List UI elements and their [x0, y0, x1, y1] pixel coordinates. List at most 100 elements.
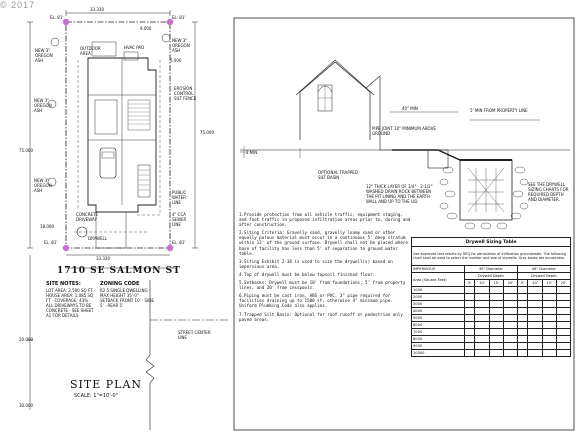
table-cell: [516, 349, 529, 357]
table-cell: [488, 328, 504, 336]
zoning-notes: R2.5 SINGLE DWELLING · MAX HEIGHT 35'-0"…: [100, 288, 154, 308]
table-cell: [502, 328, 518, 336]
table-cell: [541, 321, 557, 329]
depth-header: 5': [516, 279, 529, 287]
car-icon: [99, 147, 117, 179]
table-cell: [488, 293, 504, 301]
table-cell: [474, 300, 490, 308]
note-4: 4.Top of drywell must be below topsoil f…: [239, 271, 376, 277]
table-cell: [474, 321, 490, 329]
table-cell: [474, 314, 490, 322]
table-row: 10000: [411, 349, 572, 357]
depth-header: 20': [555, 279, 572, 287]
table-cell: [463, 335, 476, 343]
label-public-water: PUBLIC WATER LINE: [172, 190, 187, 205]
table-cell: [516, 314, 529, 322]
table-cell: [502, 300, 518, 308]
table-cell: [527, 321, 543, 329]
table-cell: [541, 328, 557, 336]
table-cell: [463, 314, 476, 322]
table-cell: [474, 293, 490, 301]
table-description: Use approved test results by DEQ for per…: [411, 246, 571, 266]
table-cell: [541, 293, 557, 301]
drain-rock-label: 12" THICK LAYER OF 3/4" - 2-1/2" WASHED …: [366, 184, 433, 204]
sub-group-a: Drywell Depth: [463, 272, 518, 280]
tree-icon: [50, 37, 60, 47]
table-cell: [516, 300, 529, 308]
dim-lower-2: 30.000: [19, 403, 33, 408]
table-cell: [527, 342, 543, 350]
table-cell: [516, 293, 529, 301]
zoning-title: ZONING CODE: [100, 281, 140, 287]
table-cell: [488, 335, 504, 343]
table-row: 2000: [411, 293, 572, 301]
table-cell: [527, 349, 543, 357]
row-area: 10000: [411, 349, 465, 357]
label-tree-tr: NEW 3" OREGON ASH: [172, 38, 190, 53]
table-cell: [463, 349, 476, 357]
table-cell: [541, 342, 557, 350]
pipe-joint-label: PIPE JOINT 10" MINIMUM ABOVE GROUND: [372, 126, 436, 136]
table-cell: [541, 307, 557, 315]
table-cell: [474, 349, 490, 357]
silt-basin: [427, 149, 449, 169]
table-cell: [555, 293, 572, 301]
depth-header: 20': [502, 279, 518, 287]
table-cell: [474, 342, 490, 350]
elevation-br: EL. 81': [172, 240, 186, 245]
min-depth-label: 40" MIN: [402, 106, 418, 111]
dim-5000: 5.000: [170, 58, 182, 63]
street-name: 1710 SE SALMON ST: [57, 266, 181, 276]
row-area: 9000: [411, 342, 465, 350]
table-cell: [463, 307, 476, 315]
table-cell: [516, 335, 529, 343]
property-line-label: 5' MIN FROM PROPERTY LINE: [470, 108, 528, 113]
label-concrete: CONCRETE DRIVEWAY: [76, 212, 99, 222]
table-cell: [502, 293, 518, 301]
table-cell: [463, 328, 476, 336]
site-notes: LOT AREA: 2,500 SQ FT · HOUSE AREA: 1,08…: [46, 288, 96, 318]
table-row: 5000: [411, 314, 572, 322]
table-cell: [463, 342, 476, 350]
table-cell: [555, 314, 572, 322]
table-title: Drywell Sizing Table: [411, 237, 571, 247]
table-cell: [555, 300, 572, 308]
drywell-icon: [76, 226, 88, 238]
dim-right: 75.000: [200, 130, 214, 135]
table-cell: [502, 342, 518, 350]
table-cell: [488, 307, 504, 315]
table-cell: [555, 286, 572, 294]
dimension-2-min: 2'MIN: [246, 150, 258, 155]
depth-header: 15': [488, 279, 504, 287]
depth-header: 15': [541, 279, 557, 287]
table-cell: [541, 300, 557, 308]
corner-marker: [62, 18, 70, 26]
house-elevation: [299, 61, 371, 140]
table-cell: [474, 307, 490, 315]
label-tree-tl: NEW 3" OREGON ASH: [35, 48, 53, 63]
table-cell: [516, 328, 529, 336]
note-6: 6.Piping must be cast iron, ABS or PVC. …: [239, 293, 393, 309]
row-area: 4000: [411, 307, 465, 315]
table-cell: [488, 314, 504, 322]
site-plan-title: SITE PLAN: [70, 378, 143, 391]
corner-marker: [62, 244, 70, 252]
dim-18000: 18.000: [40, 224, 54, 229]
elevation-tr: EL. 81': [172, 15, 186, 20]
depth-header: 10': [527, 279, 543, 287]
watermark: © 2017: [0, 0, 36, 10]
row-area: 8000: [411, 335, 465, 343]
hvac-pad: [123, 51, 139, 61]
label-erosion-control: EROSION CONTROL SILT FENCE: [174, 86, 197, 101]
col-impervious: IMPERVIOUS: [411, 265, 465, 273]
table-cell: [555, 335, 572, 343]
table-cell: [502, 314, 518, 322]
table-cell: [555, 342, 572, 350]
note-2: 2.Siting Criteria: Gravelly sand, gravel…: [239, 230, 408, 256]
tree-icon: [47, 177, 57, 187]
table-cell: [527, 335, 543, 343]
table-cell: [516, 286, 529, 294]
note-5: 5.Setbacks: Drywell must be 10' from fou…: [239, 280, 406, 291]
note-7: 7.Trapped Silt Basin: Optional for roof …: [239, 311, 403, 322]
table-cell: [502, 335, 518, 343]
